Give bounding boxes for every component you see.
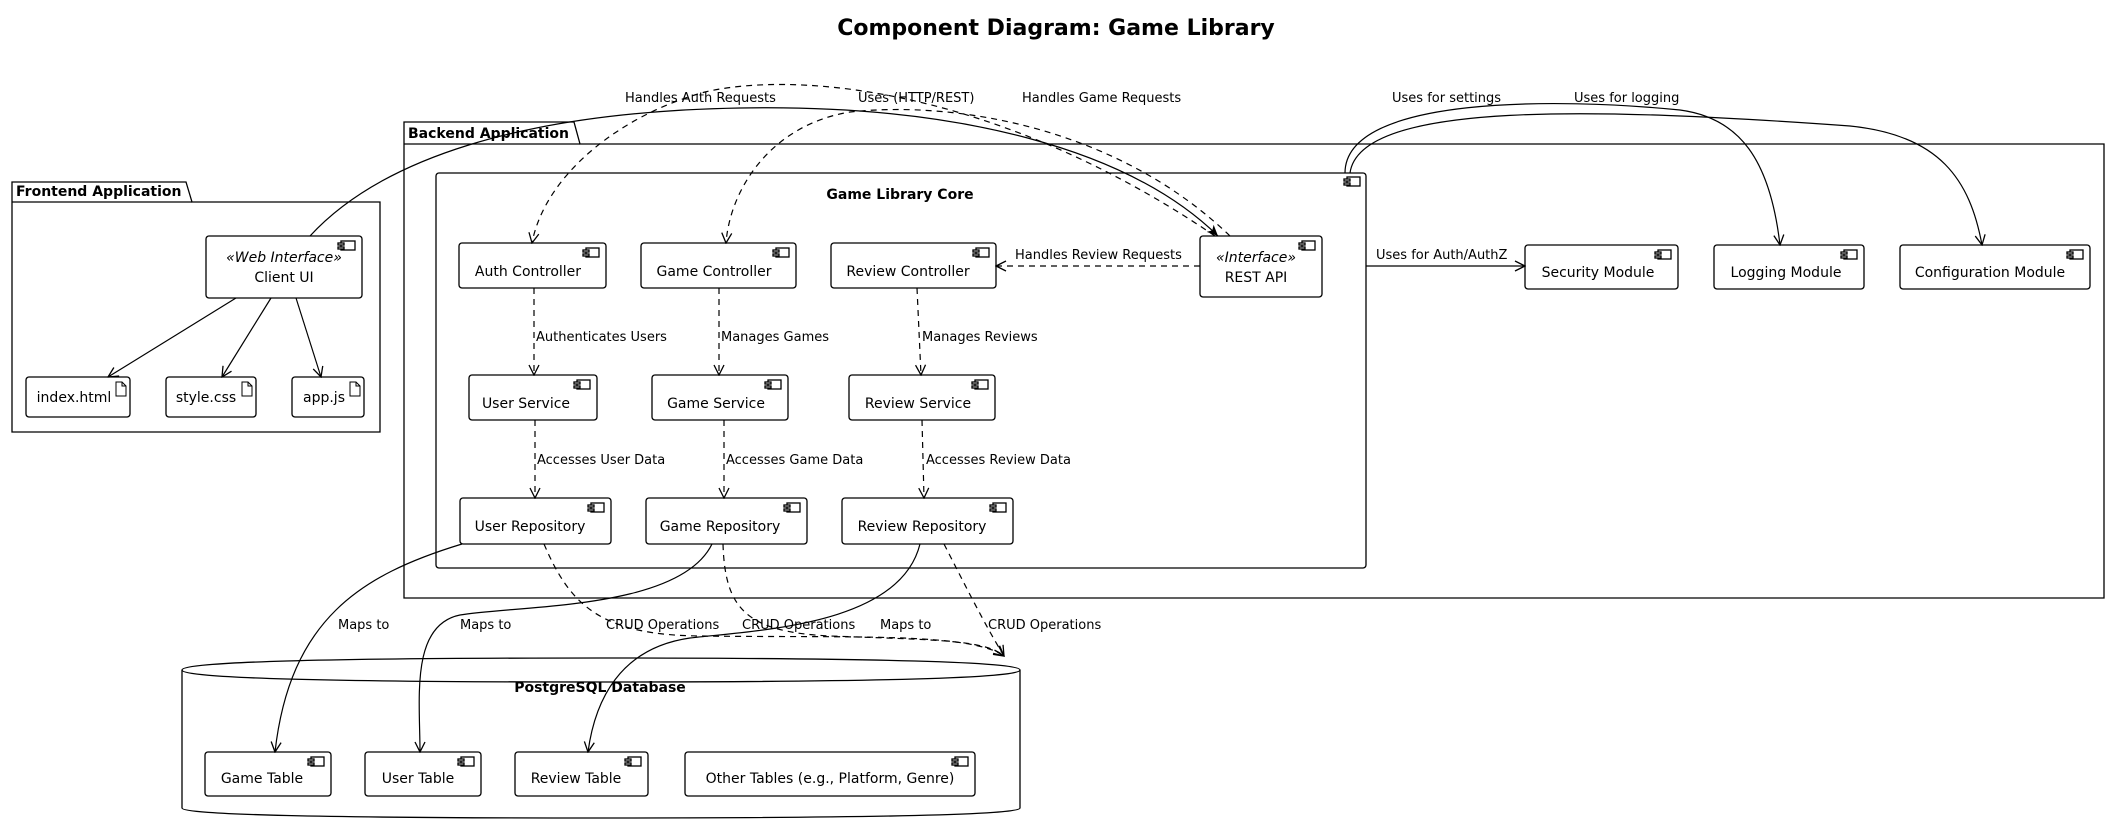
- edge-label-handles-auth: Handles Auth Requests: [625, 91, 776, 106]
- review-repository-label: Review Repository: [858, 519, 987, 535]
- frontend-package-label: Frontend Application: [16, 184, 182, 200]
- user-table-label: User Table: [382, 771, 455, 787]
- game-service[interactable]: Game Service: [651, 374, 789, 421]
- edge-client-rest: [309, 107, 1219, 237]
- other-tables[interactable]: Other Tables (e.g., Platform, Genre): [684, 751, 976, 797]
- game-repository-label: Game Repository: [660, 519, 781, 535]
- edge-label-manages-reviews: Manages Reviews: [922, 330, 1038, 345]
- edge-userrepo-gametable: [275, 543, 463, 752]
- edge-label-handles-review: Handles Review Requests: [1015, 248, 1182, 263]
- review-controller[interactable]: Review Controller: [830, 242, 997, 289]
- rest-api-label: REST API: [1225, 270, 1288, 286]
- game-table[interactable]: Game Table: [204, 751, 332, 797]
- edge-label-uses-settings: Uses for settings: [1392, 91, 1501, 106]
- security-module[interactable]: Security Module: [1524, 244, 1679, 290]
- edge-client-index: [108, 297, 237, 377]
- review-service-label: Review Service: [865, 396, 971, 412]
- edge-gamerepo-usertable: [419, 543, 713, 752]
- review-service[interactable]: Review Service: [848, 374, 996, 421]
- edge-backend-logging: [1344, 102, 1780, 245]
- client-ui-label: Client UI: [254, 270, 313, 286]
- edge-label-accesses-review: Accesses Review Data: [926, 453, 1071, 468]
- game-controller-label: Game Controller: [657, 264, 772, 280]
- review-table[interactable]: Review Table: [514, 751, 649, 797]
- edge-rest-game: [726, 108, 1231, 243]
- logging-module-label: Logging Module: [1731, 265, 1842, 281]
- edge-userrepo-db: [543, 543, 1004, 656]
- core-label: Game Library Core: [826, 187, 973, 203]
- file-app-js[interactable]: app.js: [291, 376, 365, 418]
- edge-label-manages-games: Manages Games: [721, 330, 829, 345]
- edge-reviewrepo-db: [943, 543, 1004, 656]
- game-table-label: Game Table: [221, 771, 303, 787]
- auth-controller-label: Auth Controller: [475, 264, 581, 280]
- file-style-css-label: style.css: [176, 390, 236, 406]
- client-ui-stereotype: «Web Interface»: [226, 250, 342, 266]
- client-ui-component[interactable]: «Web Interface» Client UI: [205, 235, 363, 299]
- rest-api-stereotype: «Interface»: [1216, 250, 1296, 266]
- review-controller-label: Review Controller: [846, 264, 970, 280]
- edge-label-authenticates: Authenticates Users: [536, 330, 667, 345]
- edge-label-maps-to-2: Maps to: [460, 618, 511, 633]
- file-index-html-label: index.html: [37, 390, 112, 406]
- diagram-title: Component Diagram: Game Library: [837, 16, 1275, 41]
- edge-label-maps-to-3: Maps to: [880, 618, 931, 633]
- edge-reviewrepo-reviewtable: [588, 543, 921, 752]
- configuration-module-label: Configuration Module: [1915, 265, 2065, 281]
- edge-label-handles-game: Handles Game Requests: [1022, 91, 1181, 106]
- user-service-label: User Service: [482, 396, 570, 412]
- frontend-package: Frontend Application: [11, 181, 381, 433]
- edge-gamerepo-db: [722, 543, 1004, 656]
- game-repository[interactable]: Game Repository: [645, 497, 808, 545]
- other-tables-label: Other Tables (e.g., Platform, Genre): [706, 771, 955, 787]
- database-label: PostgreSQL Database: [514, 680, 686, 696]
- edge-reviewservice-reviewrepo: [922, 419, 924, 498]
- edge-label-crud-1: CRUD Operations: [606, 618, 719, 633]
- configuration-module[interactable]: Configuration Module: [1899, 244, 2091, 290]
- postgresql-database: PostgreSQL Database: [181, 657, 1021, 819]
- rest-api[interactable]: «Interface» REST API: [1199, 235, 1323, 298]
- edge-client-app: [295, 297, 321, 377]
- edge-label-crud-2: CRUD Operations: [742, 618, 855, 633]
- edge-label-uses-logging: Uses for logging: [1574, 91, 1679, 106]
- logging-module[interactable]: Logging Module: [1713, 244, 1865, 290]
- review-table-label: Review Table: [531, 771, 622, 787]
- file-style-css[interactable]: style.css: [165, 376, 257, 418]
- review-repository[interactable]: Review Repository: [841, 497, 1014, 545]
- edge-backend-config: [1349, 113, 1982, 245]
- edge-review-reviewservice: [917, 287, 921, 375]
- edge-label-accesses-game: Accesses Game Data: [726, 453, 863, 468]
- edge-label-uses-http: Uses (HTTP/REST): [858, 91, 974, 106]
- file-index-html[interactable]: index.html: [25, 376, 131, 418]
- auth-controller[interactable]: Auth Controller: [458, 242, 607, 289]
- edge-label-crud-3: CRUD Operations: [988, 618, 1101, 633]
- security-module-label: Security Module: [1542, 265, 1655, 281]
- edge-rest-auth: [532, 83, 1216, 243]
- game-controller[interactable]: Game Controller: [640, 242, 797, 289]
- game-service-label: Game Service: [667, 396, 765, 412]
- user-repository-label: User Repository: [475, 519, 586, 535]
- file-app-js-label: app.js: [303, 390, 345, 406]
- edge-label-accesses-user: Accesses User Data: [537, 453, 665, 468]
- edge-client-style: [222, 297, 272, 377]
- edge-label-maps-to-1: Maps to: [338, 618, 389, 633]
- user-table[interactable]: User Table: [364, 751, 482, 797]
- user-repository[interactable]: User Repository: [459, 497, 612, 545]
- user-service[interactable]: User Service: [468, 374, 598, 421]
- edge-label-uses-auth: Uses for Auth/AuthZ: [1376, 248, 1508, 263]
